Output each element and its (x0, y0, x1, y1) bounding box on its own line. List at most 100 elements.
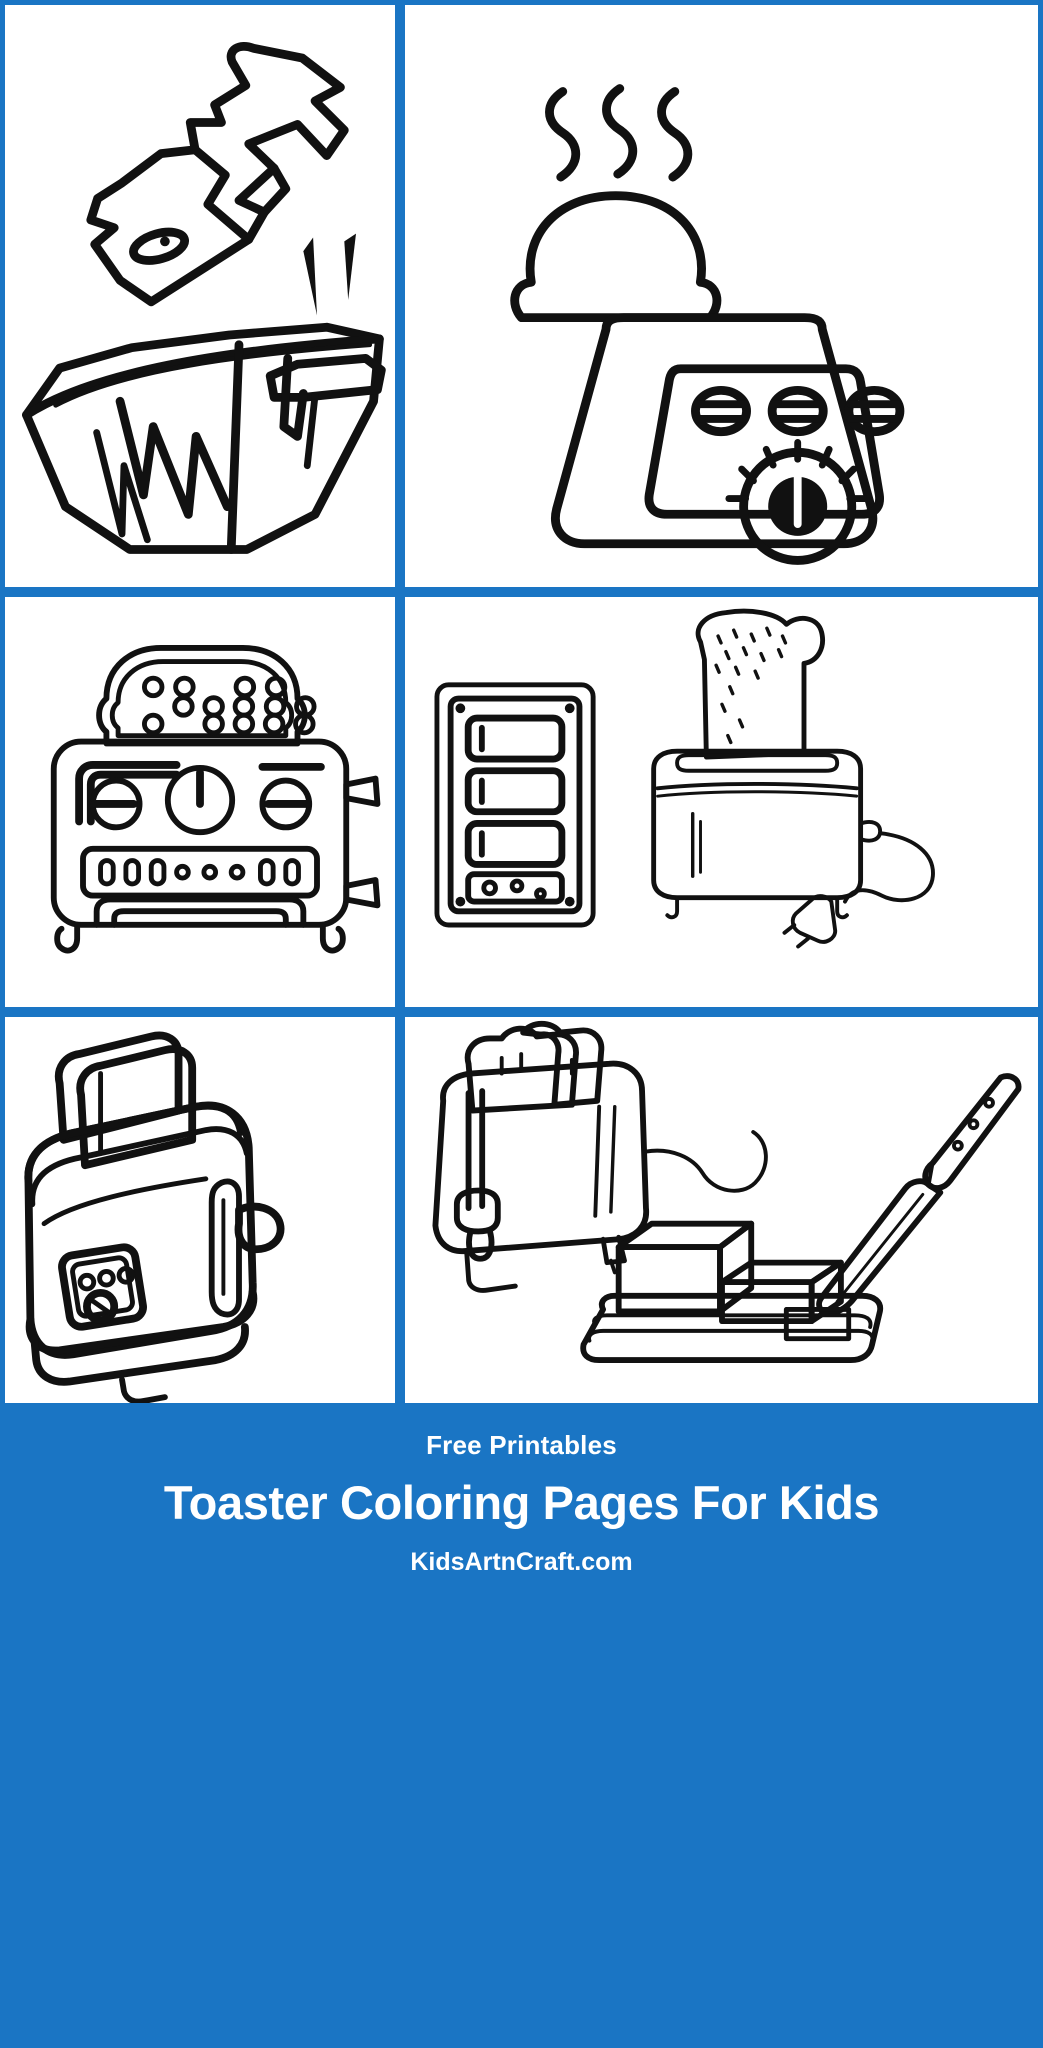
crumb-tray-inner (111, 908, 289, 928)
toast-slice-back (54, 1031, 183, 1144)
three-quarter-toaster-drawing (24, 1031, 285, 1403)
side-lever-track (208, 1178, 242, 1318)
cartoon-toaster-flying-toast-drawing (22, 41, 386, 554)
button-oval[interactable] (767, 385, 828, 437)
vent-box (80, 845, 320, 899)
control-dots (77, 1266, 136, 1292)
button-oval[interactable] (691, 385, 751, 437)
toaster-slot (675, 753, 840, 773)
control-dial[interactable] (83, 1288, 119, 1325)
toaster-top-rim (22, 334, 384, 420)
coloring-panel-middle-left[interactable] (0, 592, 400, 1012)
toaster-face-panel (644, 364, 884, 519)
toaster-top-rim-inner (53, 342, 373, 408)
plug-prong (796, 936, 810, 949)
cord-stub-bottom (343, 877, 381, 909)
crumb-tray (93, 896, 307, 928)
butter-stick-front (615, 1244, 723, 1315)
toaster-eye-pupil (160, 236, 170, 247)
screw-dot (564, 703, 575, 714)
control-panel (58, 1243, 147, 1331)
steaming-toaster-drawing (510, 84, 905, 565)
toaster-base-edge (464, 1248, 518, 1293)
bread-dome (510, 191, 722, 323)
browning-dial[interactable] (725, 439, 870, 565)
toaster-body (432, 1060, 649, 1255)
vent-row (98, 858, 301, 887)
outlet-hole (481, 879, 498, 897)
toaster-zigzag-detail-2 (93, 429, 151, 544)
control-dial-pointer (88, 1297, 113, 1316)
rocker-switch[interactable] (464, 767, 566, 816)
lever-knob[interactable] (453, 1187, 501, 1235)
page-title: Toaster Coloring Pages For Kids (163, 1476, 880, 1529)
motion-line (303, 237, 317, 316)
knife-handle (922, 1073, 1022, 1191)
coloring-panel-top-left[interactable] (0, 0, 400, 592)
toaster-base-top (25, 1287, 258, 1355)
cord-stub-top (343, 775, 381, 807)
rocker-switch[interactable] (464, 714, 566, 763)
coloring-panel-top-right[interactable] (400, 0, 1043, 592)
cord-socket (858, 820, 883, 843)
toast-slice-right (520, 1020, 605, 1108)
toaster-trim-band (655, 782, 859, 791)
toaster-seam (226, 340, 244, 554)
base-foot (119, 1376, 168, 1403)
knife-blade-edge (835, 1192, 925, 1304)
slot-groove-left-inner (86, 770, 181, 826)
footer-eyebrow: Free Printables (426, 1430, 617, 1460)
toaster-body (651, 748, 864, 901)
coloring-panel-bottom-right[interactable] (400, 1012, 1043, 1408)
plug-prong (782, 923, 797, 935)
lever-stem (279, 354, 308, 441)
flying-toast (86, 41, 349, 307)
screw-dot (455, 703, 466, 714)
side-lever-knob[interactable] (234, 1202, 285, 1253)
outlet[interactable] (465, 871, 565, 905)
toast-crease (190, 145, 254, 244)
coloring-panel-middle-right[interactable] (400, 592, 1043, 1012)
plug (790, 894, 838, 944)
front-toaster-with-bread-drawing (50, 645, 381, 954)
screw-dot (564, 896, 575, 907)
screw-dot (455, 896, 466, 907)
bread-holes (141, 675, 288, 736)
steam-wisp (657, 87, 693, 182)
toaster-zigzag-detail (115, 396, 232, 519)
foot-left (665, 895, 680, 920)
outlet-hole (534, 887, 547, 901)
toast-slice (695, 608, 825, 760)
butter-dish (580, 1292, 884, 1364)
rocker-switch[interactable] (464, 820, 566, 868)
coloring-panel-grid (0, 0, 1043, 1408)
foot-right (835, 895, 849, 920)
center-dial[interactable] (164, 764, 236, 836)
button-oval[interactable] (844, 385, 905, 437)
toaster-edge-line-2 (609, 1104, 617, 1214)
switch-plate (434, 682, 596, 928)
steam-wisp (602, 84, 638, 179)
bread-holes-extra (293, 695, 317, 736)
power-cord (644, 1130, 768, 1193)
dial-ticks (725, 439, 870, 502)
knife-rivets (952, 1096, 995, 1152)
foot-right (319, 921, 346, 954)
button-oval-lines (693, 400, 749, 423)
toaster-foot-line (608, 1258, 617, 1275)
steam-wisp (545, 87, 581, 182)
foot-left (54, 921, 81, 954)
toaster-trim-band-2 (656, 790, 859, 798)
button-row (691, 385, 905, 437)
butter-dish-rim-2 (587, 1328, 875, 1343)
motion-line (344, 233, 356, 300)
toaster-edge-line (593, 1104, 602, 1218)
toaster-body (50, 738, 350, 928)
switch-plate-and-toaster-drawing (434, 608, 935, 949)
footer-site-url: KidsArtnCraft.com (410, 1548, 633, 1576)
toaster-highlight (41, 1176, 209, 1227)
bread-slice-inner (109, 659, 295, 739)
toaster-top-band-2 (29, 1126, 250, 1208)
coloring-panel-bottom-left[interactable] (0, 1012, 400, 1408)
butter-pat-small (783, 1306, 852, 1342)
